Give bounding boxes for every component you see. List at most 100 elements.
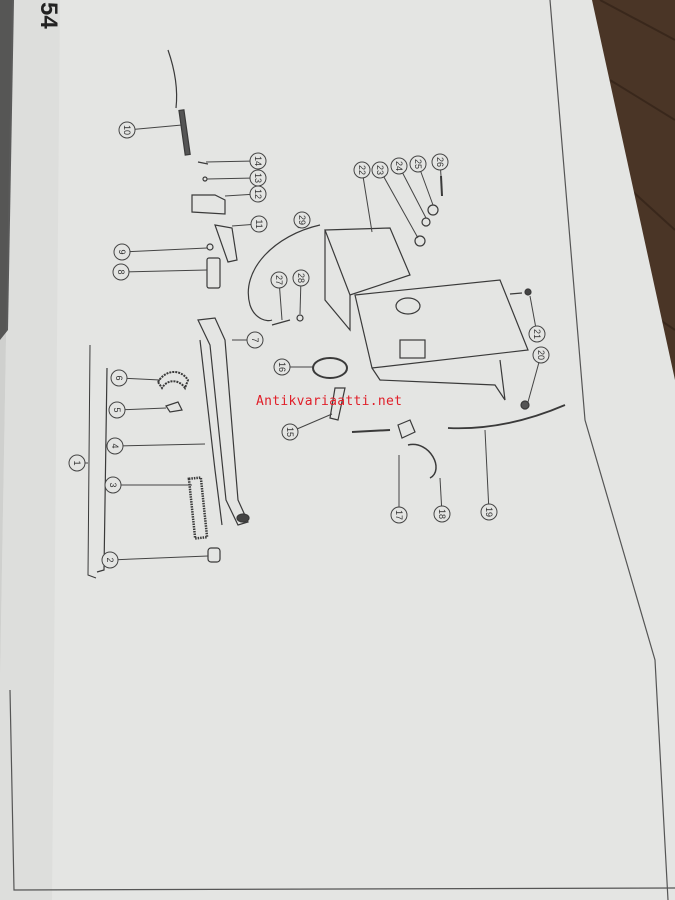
- callout-22: 22: [353, 161, 373, 233]
- callout-number: 13: [253, 173, 263, 183]
- callout-number: 23: [375, 165, 385, 175]
- callout-number: 10: [122, 125, 132, 135]
- callout-circle: [390, 157, 408, 175]
- callout-number: 21: [532, 329, 542, 339]
- callout-circle: [292, 269, 310, 287]
- callout-circle: [104, 476, 122, 494]
- callout-number: 25: [413, 159, 423, 169]
- callout-circle: [409, 155, 427, 173]
- group-bracket: [87, 344, 97, 579]
- part-22-housing: [324, 227, 411, 296]
- plate-hole: [395, 297, 421, 315]
- callout-circle: [68, 454, 86, 472]
- callout-number: 17: [394, 510, 404, 520]
- part-3-spring: [187, 476, 209, 540]
- callout-20: 20: [527, 346, 550, 403]
- callout-number: 15: [285, 427, 295, 437]
- callout-26: 26: [431, 153, 449, 177]
- part-27: [271, 319, 291, 326]
- callout-27: 27: [270, 271, 288, 321]
- callout-number: 5: [112, 407, 122, 412]
- part-lever-end: [236, 513, 250, 523]
- part-4-rod: [199, 339, 223, 526]
- callout-circle: [273, 358, 291, 376]
- callout-circle: [249, 152, 267, 170]
- callout-circle: [353, 161, 371, 179]
- callout-7: 7: [232, 331, 264, 349]
- part-23: [414, 235, 426, 247]
- part-5-clip: [165, 401, 183, 413]
- page-shadow: [0, 0, 60, 900]
- callout-circle: [249, 169, 267, 187]
- page-border-right: [549, 0, 669, 900]
- callout-circle: [371, 161, 389, 179]
- callout-circle: [433, 505, 451, 523]
- callout-28: 28: [292, 269, 310, 315]
- callout-number: 19: [484, 507, 494, 517]
- leader-line: [114, 443, 206, 447]
- callout-23: 23: [371, 161, 419, 239]
- callout-circle: [250, 215, 268, 233]
- callout-number: 12: [253, 189, 263, 199]
- leader-line: [398, 165, 427, 219]
- plate-flange: [371, 359, 506, 401]
- leader-line: [121, 247, 208, 253]
- callout-circle: [110, 369, 128, 387]
- part-21-plate: [354, 279, 529, 369]
- callout-13: 13: [206, 169, 267, 187]
- part-2-pin: [207, 547, 221, 563]
- callout-number: 4: [110, 443, 120, 448]
- part-26-pin: [440, 175, 443, 197]
- callout-number: 16: [277, 362, 287, 372]
- part-10-rod: [178, 109, 191, 156]
- part-19-wire: [447, 404, 566, 430]
- callout-21: 21: [528, 295, 546, 343]
- part-28: [296, 314, 304, 322]
- callout-4: 4: [106, 437, 206, 455]
- part-18-hook: [407, 443, 437, 479]
- callout-2: 2: [101, 551, 209, 569]
- callout-9: 9: [113, 243, 208, 261]
- callout-29: 29: [293, 211, 311, 229]
- callout-number: 8: [116, 269, 126, 274]
- callout-number: 9: [117, 249, 127, 254]
- callout-number: 20: [536, 350, 546, 360]
- callout-10: 10: [118, 121, 183, 139]
- callout-circle: [480, 503, 498, 521]
- leader-line: [126, 124, 183, 131]
- callout-circle: [112, 263, 130, 281]
- part-16-ring: [312, 357, 348, 379]
- callout-24: 24: [390, 157, 427, 219]
- callout-number: 18: [437, 509, 447, 519]
- callout-number: 6: [114, 375, 124, 380]
- callout-number: 22: [357, 165, 367, 175]
- callout-circle: [532, 346, 550, 364]
- callout-number: 2: [105, 557, 115, 562]
- plate-slot: [399, 339, 426, 359]
- callout-circle: [270, 271, 288, 289]
- callout-number: 11: [254, 219, 264, 228]
- callout-11: 11: [231, 215, 268, 233]
- callout-circle: [390, 506, 408, 524]
- part-cable: [167, 49, 178, 109]
- part-11-lever: [214, 224, 238, 263]
- part-20-nut: [520, 400, 530, 410]
- callout-8: 8: [112, 263, 208, 281]
- leader-line: [206, 177, 259, 180]
- part-12-bracket: [191, 194, 226, 215]
- callout-19: 19: [480, 429, 498, 521]
- callout-number: 3: [108, 482, 118, 487]
- page-border-bottom: [9, 689, 675, 891]
- callout-number: 1: [72, 460, 82, 465]
- callout-circle: [113, 243, 131, 261]
- callout-15: 15: [281, 413, 333, 441]
- callout-5: 5: [108, 401, 167, 419]
- part-22-housing-side: [324, 230, 351, 332]
- callout-number: 7: [250, 337, 260, 342]
- callout-circle: [293, 211, 311, 229]
- callout-16: 16: [273, 358, 313, 376]
- callout-circle: [431, 153, 449, 171]
- callout-circle: [246, 331, 264, 349]
